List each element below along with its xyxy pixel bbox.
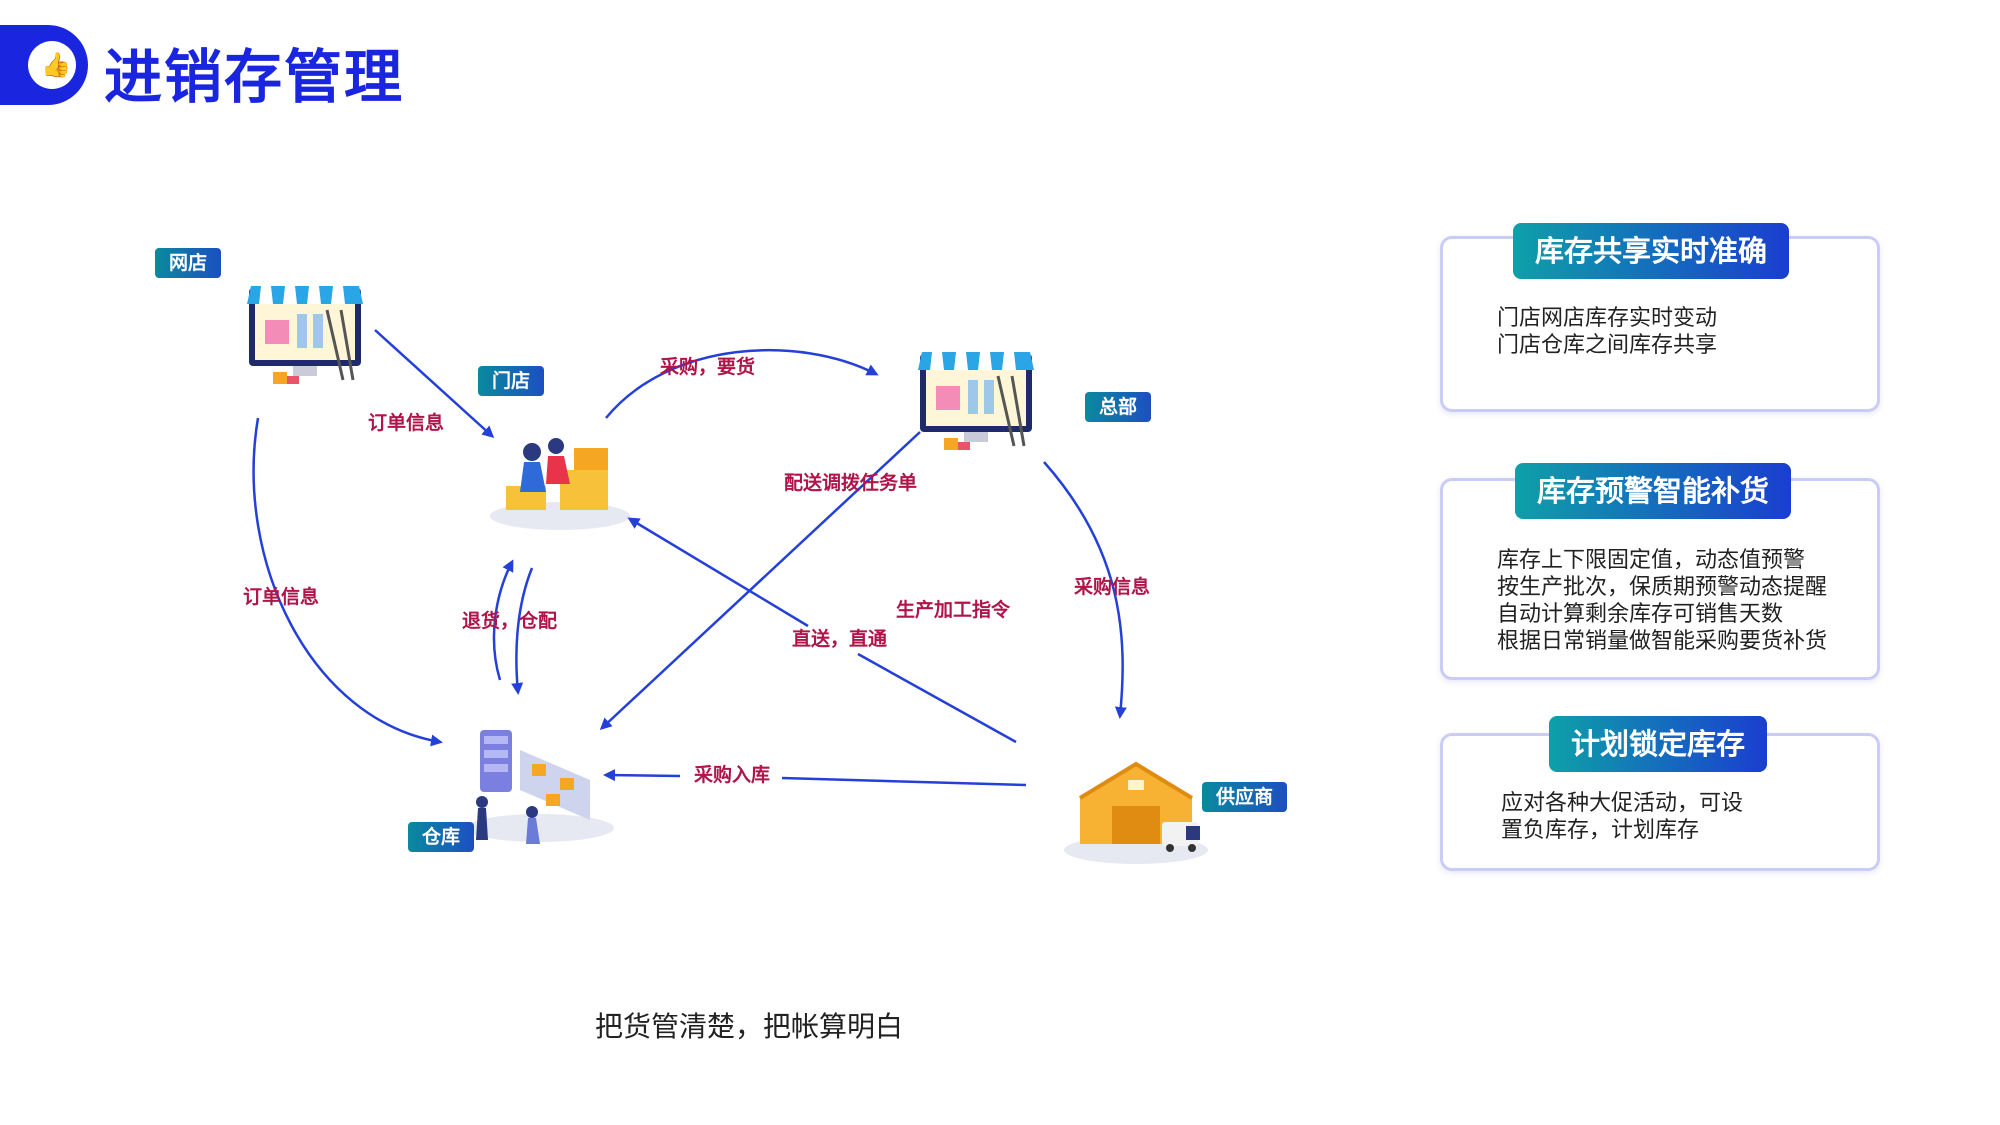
card-line: 根据日常销量做智能采购要货补货	[1497, 629, 1828, 654]
card-body: 应对各种大促活动，可设 置负库存，计划库存	[1501, 790, 1743, 844]
arrow-hq-to-supplier	[1043, 461, 1127, 719]
tag-supplier: 供应商	[1202, 782, 1288, 812]
headquarters-icon	[918, 352, 1034, 450]
tag-warehouse: 仓库	[408, 822, 475, 852]
card-line: 门店仓库之间库存共享	[1497, 333, 1718, 358]
label-purchase-request: 采购，要货	[660, 356, 756, 378]
card-line: 门店网店库存实时变动	[1497, 306, 1718, 331]
card-line: 库存上下限固定值，动态值预警	[1497, 548, 1806, 573]
label-transfer-order: 配送调拨任务单	[784, 472, 918, 494]
arrow-warehouse-to-store	[492, 559, 514, 681]
label-direct-ship: 直送，直通	[792, 628, 888, 650]
arrow-online-to-store	[374, 329, 495, 439]
card-line: 自动计算剩余库存可销售天数	[1497, 602, 1784, 627]
feature-card-planned-lock: 计划锁定库存 应对各种大促活动，可设 置负库存，计划库存	[1440, 716, 1880, 871]
label-purchase-info: 采购信息	[1074, 576, 1151, 598]
tag-store: 门店	[478, 366, 545, 396]
arrow-supplier-to-warehouse	[606, 775, 1027, 787]
arrow-supplier-to-store	[630, 519, 1017, 744]
card-line: 应对各种大促活动，可设	[1501, 791, 1744, 816]
arrow-hq-to-warehouse	[599, 431, 921, 731]
page-title: 进销存管理	[104, 43, 405, 111]
feature-card-inventory-sharing: 库存共享实时准确 门店网店库存实时变动 门店仓库之间库存共享	[1440, 223, 1880, 412]
card-body: 门店网店库存实时变动 门店仓库之间库存共享	[1497, 305, 1717, 359]
label-order-info-top: 订单信息	[368, 412, 445, 434]
label-return-distribute: 退货，仓配	[462, 610, 558, 632]
tag-online-store: 网店	[155, 248, 222, 278]
card-title: 库存共享实时准确	[1513, 223, 1790, 279]
tag-headquarters: 总部	[1085, 392, 1152, 422]
store-icon	[490, 438, 630, 530]
thumbs-up-icon: 👍	[28, 41, 76, 89]
label-purchase-in: 采购入库	[694, 764, 771, 786]
label-order-info-left: 订单信息	[243, 586, 320, 608]
online-store-icon	[247, 286, 363, 384]
card-line: 置负库存，计划库存	[1501, 818, 1700, 843]
supplier-icon	[1064, 761, 1208, 864]
feature-card-stock-alert: 库存预警智能补货 库存上下限固定值，动态值预警 按生产批次，保质期预警动态提醒 …	[1440, 463, 1880, 680]
footer-slogan: 把货管清楚，把帐算明白	[595, 1010, 904, 1043]
card-title: 库存预警智能补货	[1515, 463, 1792, 519]
card-body: 库存上下限固定值，动态值预警 按生产批次，保质期预警动态提醒 自动计算剩余库存可…	[1497, 547, 1827, 655]
arrow-store-to-warehouse	[511, 567, 534, 695]
warehouse-icon	[466, 730, 614, 844]
card-line: 按生产批次，保质期预警动态提醒	[1497, 575, 1828, 600]
arrow-online-to-warehouse	[252, 417, 443, 747]
card-title: 计划锁定库存	[1549, 716, 1768, 772]
arrow-store-to-hq	[605, 348, 879, 419]
label-production-order: 生产加工指令	[896, 599, 1011, 621]
title-badge: 👍	[0, 25, 88, 105]
